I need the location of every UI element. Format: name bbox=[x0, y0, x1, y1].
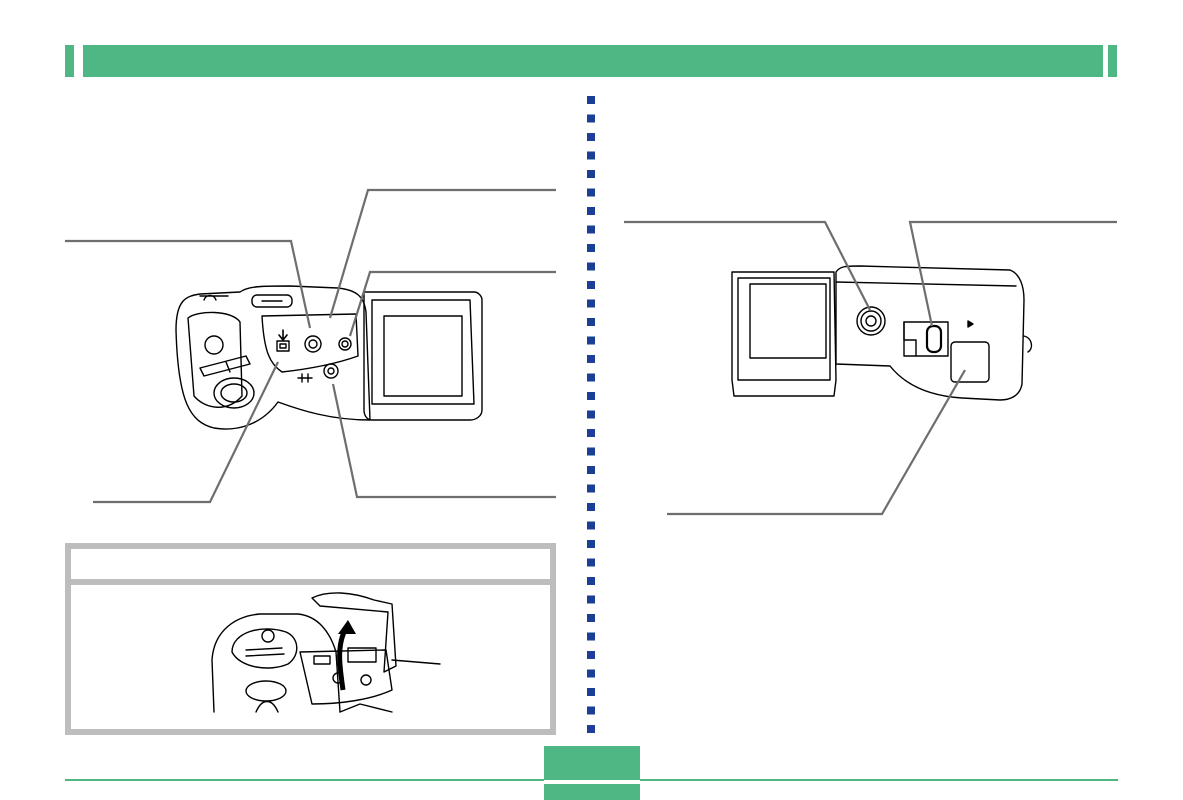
right-camera-illustration bbox=[624, 220, 1117, 516]
left-camera-illustration bbox=[65, 188, 556, 504]
header-right-tab bbox=[1108, 45, 1117, 77]
page-tab-base bbox=[544, 784, 640, 800]
page-number bbox=[544, 746, 640, 780]
page-number-tab bbox=[544, 746, 640, 800]
footer-line-right bbox=[640, 779, 1118, 781]
header-bar bbox=[83, 45, 1103, 77]
footer-line-left bbox=[65, 779, 544, 781]
note-illustration bbox=[71, 585, 550, 729]
header-left-tab bbox=[65, 45, 74, 77]
column-divider bbox=[587, 96, 595, 736]
note-box bbox=[65, 543, 556, 735]
terminal-cover-illustration bbox=[211, 592, 441, 713]
note-title bbox=[71, 549, 550, 579]
